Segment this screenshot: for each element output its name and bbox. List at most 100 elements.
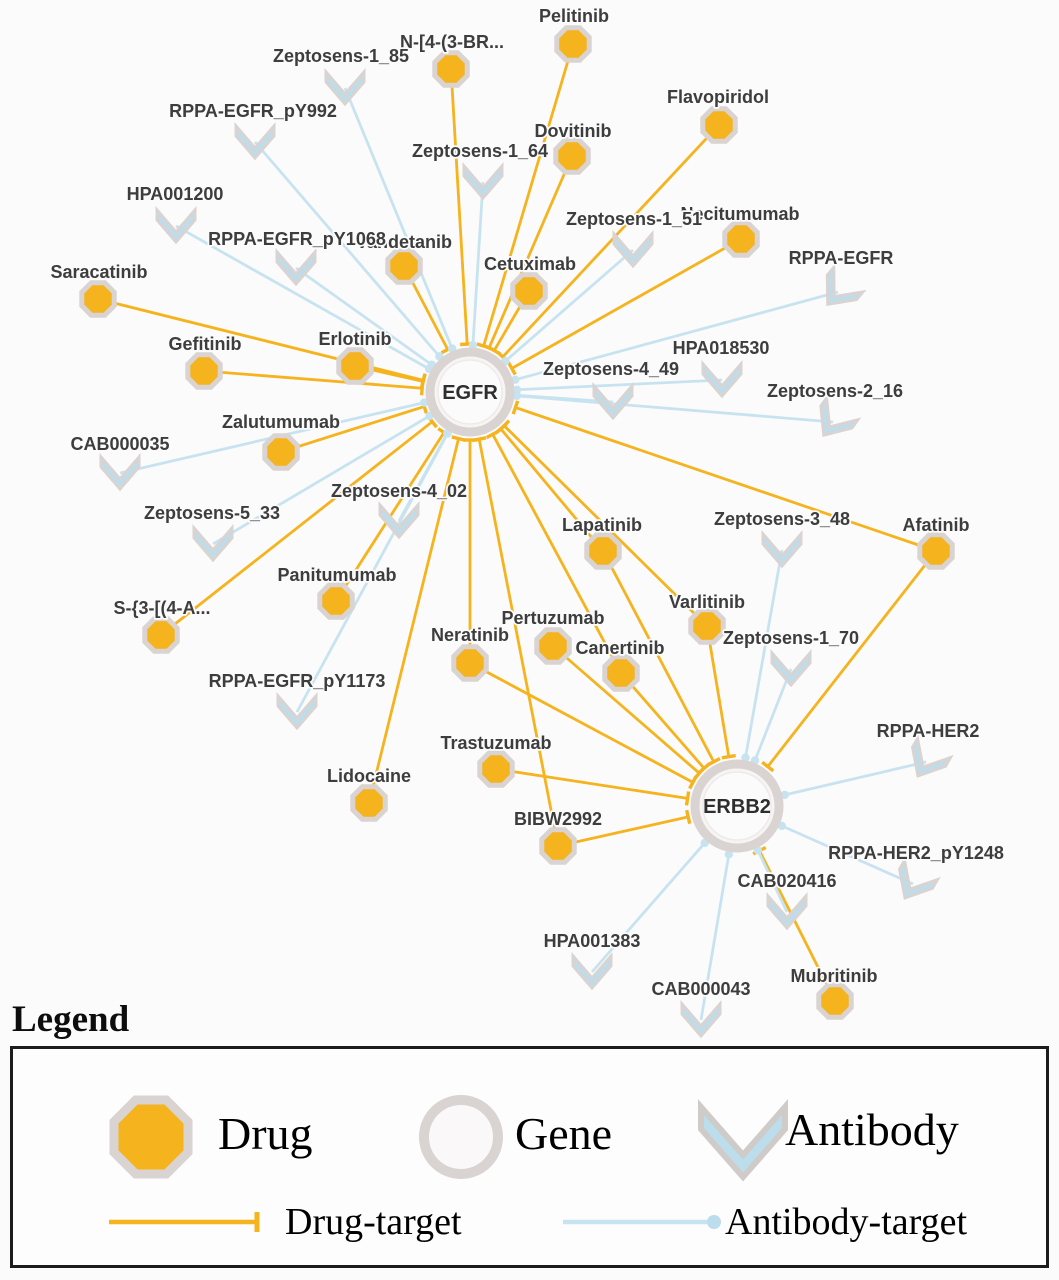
edge-drug-bibw2992-egfr [477, 438, 560, 847]
inhibition-bar-icon [761, 760, 775, 773]
drug-label-cetuximab: Cetuximab [484, 254, 576, 274]
drug-node-erlotinib[interactable] [336, 347, 374, 385]
drug-node-varlitinib[interactable] [688, 607, 726, 645]
drug-label-pertuzumab: Pertuzumab [501, 608, 604, 628]
drug-legend-glyph [109, 1095, 193, 1179]
antibody-chevron-icon [698, 1099, 788, 1182]
drug-node-lidocaine[interactable] [350, 784, 388, 822]
inhibition-bar-icon [688, 775, 698, 790]
antibody-node-cab000035[interactable] [99, 452, 141, 492]
drug-node-s-3-4-a[interactable] [142, 616, 180, 654]
antibody-node-rppa-her2-py1248[interactable] [889, 856, 941, 908]
antibody-node-zeptosens-1-70[interactable] [770, 648, 812, 688]
antibody-node-hpa001200[interactable] [155, 205, 197, 245]
antibody-target-edge-glyph [563, 1215, 721, 1229]
drug-node-lapatinib[interactable] [584, 532, 622, 570]
antibody-target-dot-icon [707, 1215, 721, 1229]
antibody-label-zeptosens-4-02: Zeptosens-4_02 [331, 481, 467, 501]
antibody-node-rppa-egfr[interactable] [813, 263, 867, 317]
drug-label-panitumumab: Panitumumab [277, 565, 396, 585]
drug-label-erlotinib: Erlotinib [319, 329, 392, 349]
drug-node-afatinib[interactable] [917, 532, 955, 570]
edge-drug-afatinib-egfr [514, 406, 937, 553]
drug-node-panitumumab[interactable] [317, 582, 355, 620]
edge-antibody-hpa001200-egfr [175, 224, 430, 371]
edge-antibody-zeptosens-1-70-erbb2 [753, 668, 793, 761]
edge-antibody-zeptosens-1-51-egfr [504, 248, 634, 363]
drug-node-necitumumab[interactable] [722, 220, 760, 258]
drug-label-gefitinib: Gefitinib [169, 334, 242, 354]
gene-node-inner-erbb2 [702, 771, 772, 841]
drug-node-mubritinib[interactable] [816, 982, 854, 1020]
gene-node-inner-egfr [437, 359, 503, 425]
antibody-label-rppa-her2-py1248: RPPA-HER2_pY1248 [828, 843, 1004, 863]
antibody-node-rppa-egfr-py992[interactable] [234, 121, 276, 161]
edge-drug-mubritinib-erbb2 [758, 850, 837, 1002]
drug-node-gefitinib[interactable] [185, 352, 223, 390]
antibody-node-rppa-egfr-py1068[interactable] [275, 247, 317, 287]
drug-label-lidocaine: Lidocaine [327, 766, 411, 786]
antibody-node-hpa018530[interactable] [701, 359, 743, 399]
drug-label-dovitinib: Dovitinib [535, 121, 612, 141]
drug-node-n-4-3-br[interactable] [432, 50, 470, 88]
edge-drug-varlitinib-erbb2 [705, 625, 731, 757]
inhibition-bar-icon [487, 345, 502, 356]
edge-drug-neratinib-erbb2 [469, 661, 694, 784]
edge-antibody-zeptosens-5-33-egfr [212, 414, 431, 546]
legend-antibody-target-label: Antibody-target [725, 1201, 968, 1243]
antibody-node-zeptosens-1-51[interactable] [612, 229, 654, 269]
antibody-edge-dot-icon [724, 850, 734, 859]
drug-node-saracatinib[interactable] [79, 280, 117, 318]
drug-node-neratinib[interactable] [451, 644, 489, 682]
drug-label-zalutumumab: Zalutumumab [222, 412, 340, 432]
antibody-label-hpa001383: HPA001383 [544, 931, 641, 951]
edge-drug-lapatinib-egfr [499, 427, 605, 552]
antibody-label-rppa-egfr-py1173: RPPA-EGFR_pY1173 [209, 671, 386, 691]
edge-drug-afatinib-erbb2 [766, 550, 938, 768]
antibody-node-rppa-her2[interactable] [902, 734, 954, 786]
antibody-legend-glyph [698, 1099, 788, 1182]
drug-node-dovitinib[interactable] [553, 137, 591, 175]
inhibition-bar-icon [684, 791, 691, 806]
antibody-node-zeptosens-2-16[interactable] [808, 393, 862, 446]
drug-label-afatinib: Afatinib [903, 515, 970, 535]
edge-drug-dovitinib-egfr [487, 155, 574, 349]
drug-node-zalutumumab[interactable] [262, 433, 300, 471]
legend-antibody-label: Antibody [785, 1104, 959, 1155]
drug-label-neratinib: Neratinib [431, 625, 509, 645]
drug-node-pertuzumab[interactable] [534, 627, 572, 665]
antibody-node-hpa001383[interactable] [571, 951, 613, 991]
inhibition-bar-icon [721, 753, 736, 760]
antibody-node-rppa-egfr-py1173[interactable] [276, 691, 318, 731]
drug-node-canertinib[interactable] [602, 654, 640, 692]
edge-drug-necitumumab-egfr [511, 237, 742, 370]
drug-node-bibw2992[interactable] [539, 827, 577, 865]
edge-antibody-rppa-her2-erbb2 [784, 760, 927, 797]
edge-antibody-rppa-egfr-py1068-egfr [295, 266, 433, 366]
antibody-node-cab000043[interactable] [680, 999, 722, 1039]
antibody-node-zeptosens-3-48[interactable] [761, 529, 803, 569]
edge-drug-canertinib-egfr [491, 433, 623, 674]
antibody-node-zeptosens-4-49[interactable] [592, 381, 634, 421]
drug-node-vandetanib[interactable] [385, 247, 423, 285]
antibody-node-zeptosens-1-64[interactable] [462, 161, 504, 201]
antibody-node-zeptosens-1-85[interactable] [324, 67, 366, 107]
antibody-node-zeptosens-5-33[interactable] [192, 523, 234, 563]
edge-drug-bibw2992-erbb2 [557, 815, 689, 848]
inhibition-bar-icon [697, 762, 711, 775]
edge-antibody-rppa-egfr-egfr [514, 290, 839, 382]
antibody-node-zeptosens-4-02[interactable] [378, 500, 420, 540]
edge-antibody-cab020416-erbb2 [756, 849, 789, 913]
drug-node-flavopiridol[interactable] [700, 106, 738, 144]
edge-drug-lapatinib-erbb2 [601, 550, 715, 763]
antibody-edge-dot-icon [780, 790, 789, 800]
drug-node-cetuximab[interactable] [510, 272, 548, 310]
edge-antibody-hpa018530-egfr [516, 378, 723, 392]
antibody-label-hpa001200: HPA001200 [127, 184, 224, 204]
drug-node-trastuzumab[interactable] [477, 750, 515, 788]
nodes-layer [79, 25, 955, 1039]
drug-octagon-icon [109, 1095, 193, 1179]
antibody-node-cab020416[interactable] [766, 891, 808, 931]
drug-node-pelitinib[interactable] [554, 25, 592, 63]
edge-drug-n-4-3-br-egfr [449, 68, 469, 345]
